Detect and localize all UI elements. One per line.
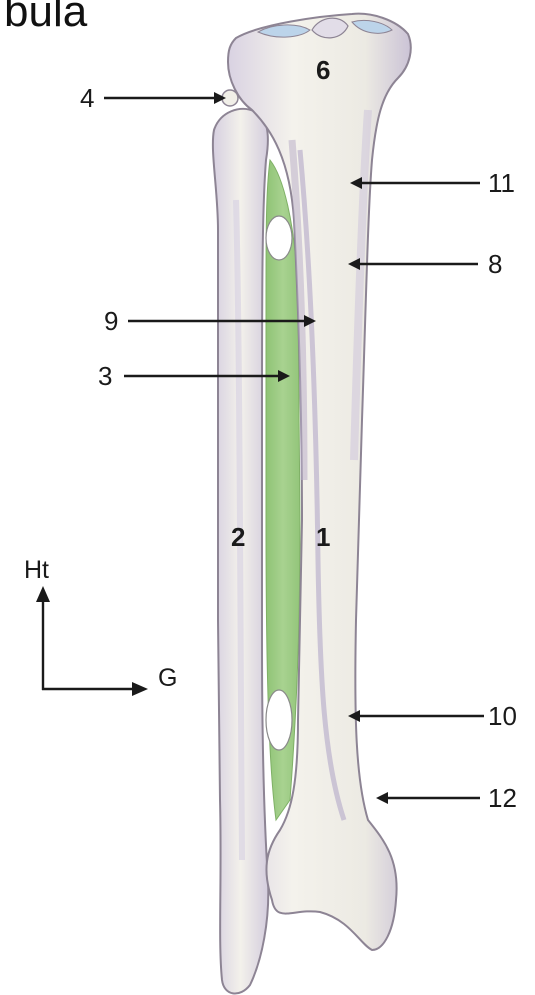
orientation-vertical-label: Ht <box>24 556 49 584</box>
label-9: 9 <box>104 306 118 336</box>
membrane-upper-foramen <box>266 216 292 260</box>
orientation-horizontal-label: G <box>158 664 177 692</box>
label-6: 6 <box>316 55 330 85</box>
label-2: 2 <box>231 522 245 552</box>
label-1: 1 <box>316 522 330 552</box>
title-text: bula <box>4 0 88 36</box>
label-12: 12 <box>488 783 517 813</box>
label-4: 4 <box>80 83 94 113</box>
arrowhead-12 <box>376 792 388 804</box>
membrane-lower-foramen <box>266 690 292 750</box>
label-11: 11 <box>488 168 515 198</box>
orientation-right-arrowhead <box>132 682 148 696</box>
label-10: 10 <box>488 701 517 731</box>
orientation-up-arrowhead <box>36 586 50 602</box>
label-3: 3 <box>98 361 112 391</box>
label-8: 8 <box>488 249 502 279</box>
